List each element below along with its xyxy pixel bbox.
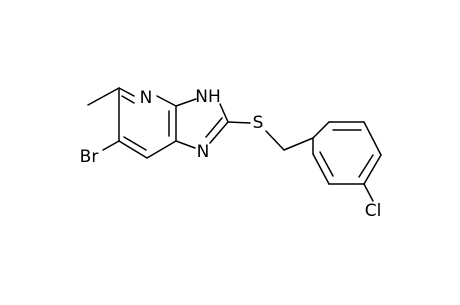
bond-ph-1 <box>312 121 330 139</box>
bond-c7-c6-inner <box>123 136 147 151</box>
atom-n-pyridine: N <box>140 88 153 108</box>
atom-bromine: Br <box>80 147 99 167</box>
bond-n3-c2 <box>219 103 229 123</box>
bond-c2-n1-inner <box>205 117 223 138</box>
bond-c2-n1 <box>209 121 229 144</box>
bond-c2-s <box>227 121 251 124</box>
bond-ch2-ring <box>283 137 314 151</box>
atom-nh: NH <box>195 87 221 107</box>
bond-ph-4 <box>363 154 382 185</box>
bond-s-ch2 <box>265 130 285 151</box>
atom-n-imidazole: N <box>197 142 210 162</box>
bond-n1-c7a <box>175 140 196 149</box>
bond-c3a-n3 <box>175 98 197 107</box>
bond-n4-c3a <box>156 95 177 107</box>
bond-methyl <box>87 87 120 106</box>
bond-ph-6 <box>312 153 330 185</box>
bond-c7a-c7 <box>146 140 177 159</box>
bond-c7-c6 <box>118 140 148 159</box>
atom-chlorine: Cl <box>365 201 382 221</box>
bond-c-cl <box>363 183 374 202</box>
bond-ph-4-inner <box>358 154 374 178</box>
bond-ph-6-inner <box>319 151 334 177</box>
atom-sulfur: S <box>253 113 264 133</box>
bond-c6-br <box>102 140 120 151</box>
bond-c5-n4-inner <box>121 95 135 104</box>
bond-ph-3 <box>363 121 382 156</box>
bond-c5-n4 <box>118 87 135 97</box>
